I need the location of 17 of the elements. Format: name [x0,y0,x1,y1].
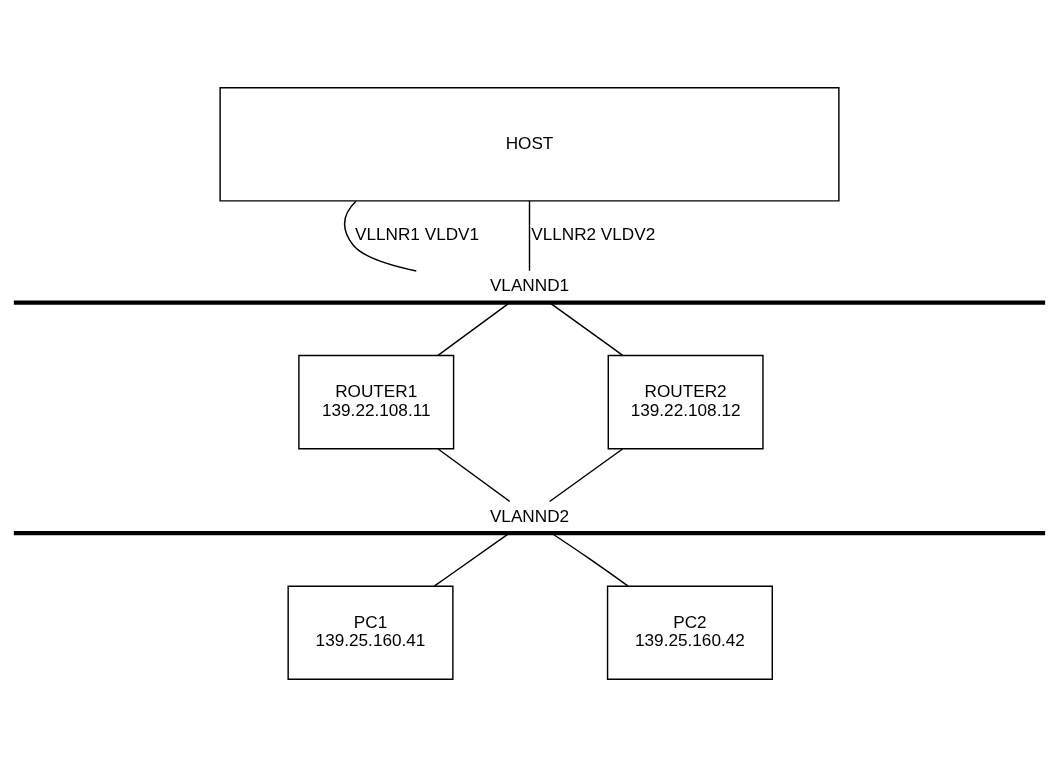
node-text: VLANND2 [489,505,570,526]
connector [433,532,510,587]
connector [548,447,624,502]
connector [528,199,531,271]
edge-label: VLLNR1 VLDV1 [355,223,480,244]
node-box: ROUTER2 139.22.108.12 [607,354,764,449]
connector [437,301,511,356]
connector [437,447,511,502]
connector [551,532,629,587]
node-text: VLANND1 [489,274,570,295]
connector [549,301,624,356]
edge-label: VLLNR2 VLDV2 [531,223,656,244]
node-box: ROUTER1 139.22.108.11 [298,354,455,449]
node-box: PC1 139.25.160.41 [287,584,454,680]
node-box: HOST [219,86,840,202]
node-box: PC2 139.25.160.42 [606,584,773,680]
connector [343,200,418,272]
